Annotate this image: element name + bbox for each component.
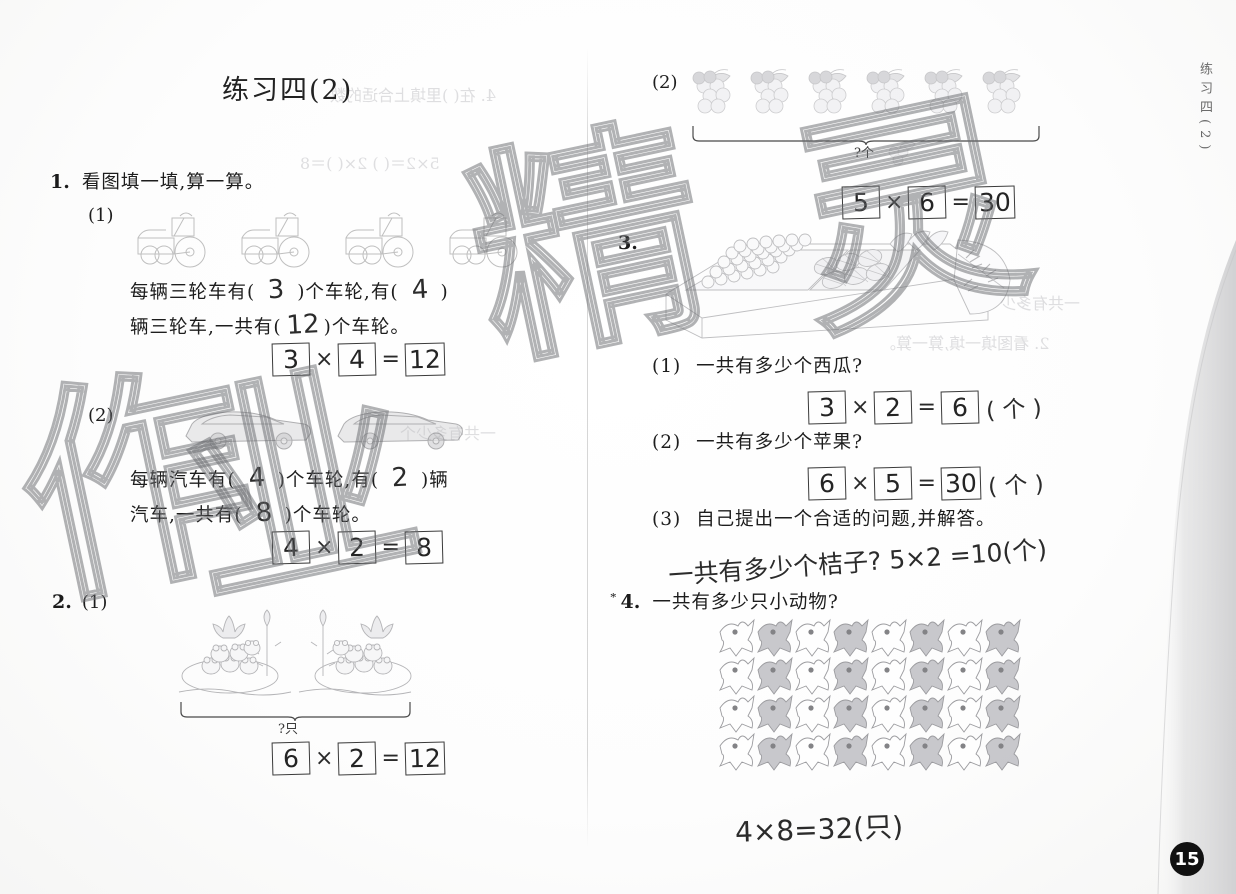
answer-blank[interactable]: 4 [247, 462, 266, 494]
equation-unit: ( 个 ) [987, 471, 1045, 501]
exercise-1-part-1-line2: 辆三轮车,一共有(12)个车轮。 [130, 309, 410, 341]
exercise-3-part-3-answer[interactable]: 一共有多少个桔子? 5×2 =10(个) [667, 534, 1048, 591]
answer-blank[interactable]: 8 [254, 497, 273, 529]
exercise-2-part-1-equation: 6 × 2 = 12 [271, 741, 446, 776]
exercise-1-part-2-equation: 4 × 2 = 8 [271, 530, 444, 565]
equation-cell-b[interactable]: 2 [338, 741, 377, 776]
exercise-3-part-2: (2) 一共有多少个苹果? [652, 432, 864, 453]
equation-cell-a[interactable]: 3 [271, 342, 311, 377]
fruit-stand-illustration [665, 230, 1011, 339]
equals-sign: = [381, 535, 400, 560]
equals-sign: = [381, 347, 400, 372]
exercise-1-part-2-label: (2) [88, 405, 114, 426]
page-fold-line [587, 48, 588, 848]
equation-cell-a[interactable]: 6 [271, 741, 311, 776]
exercise-1-prompt: 看图填一填,算一算。 [81, 172, 265, 193]
page-number: 15 [1170, 842, 1204, 876]
exercise-1-number: 1. 看图填一填,算一算。 [50, 171, 265, 193]
exercise-2-part-2-label: (2) [652, 72, 678, 93]
exercise-1-part-1-equation: 3 × 4 = 12 [271, 342, 446, 377]
exercise-3-part-1: (1) 一共有多少个西瓜? [652, 356, 864, 377]
equation-cell-a[interactable]: 5 [841, 185, 881, 220]
multiply-sign: × [315, 347, 334, 372]
equals-sign: = [951, 190, 970, 215]
multiply-sign: × [315, 746, 334, 771]
equation-unit: ( 个 ) [985, 395, 1043, 425]
margin-running-head: 练习四(2) [1197, 62, 1212, 156]
equation-cell-result[interactable]: 30 [940, 465, 982, 501]
multiply-sign: × [851, 394, 870, 420]
exercise-4-header: * 4. 一共有多少只小动物? [610, 589, 839, 613]
exercise-1-part-2-line1: 每辆汽车有(4)个车轮,有(2)辆 [130, 462, 449, 494]
answer-blank[interactable]: 4 [410, 274, 429, 306]
exercise-1-part-1-label: (1) [88, 205, 114, 226]
frogs-lilypad-illustration [178, 609, 412, 696]
exercise-3-number: 3. [618, 232, 638, 254]
exercise-4-answer[interactable]: 4×8=32(只) [734, 810, 904, 849]
exercise-1-part-2-line2: 汽车,一共有(8)个车轮。 [130, 497, 371, 529]
answer-blank[interactable]: 12 [285, 309, 320, 341]
page-title: 练习四(2) [222, 75, 354, 106]
multiply-sign: × [885, 190, 904, 215]
exercise-3-part-2-equation: 6 × 5 = 30 ( 个 ) [807, 465, 1045, 501]
multiply-sign: × [851, 470, 870, 496]
equation-cell-result[interactable]: 12 [404, 741, 446, 776]
exercise-4-question: 一共有多少只小动物? [652, 592, 839, 613]
equals-sign: = [917, 394, 936, 420]
grape-bunch-illustration [692, 69, 1021, 114]
answer-blank[interactable]: 3 [267, 274, 286, 306]
equation-cell-result[interactable]: 8 [404, 530, 444, 565]
equation-cell-result[interactable]: 6 [940, 390, 980, 424]
left-column: 练习四(2) 1. 看图填一填,算一算。 (1) [0, 0, 590, 894]
equation-cell-b[interactable]: 5 [874, 466, 913, 500]
equals-sign: = [917, 470, 936, 496]
equation-cell-a[interactable]: 3 [807, 390, 847, 424]
equation-cell-result[interactable]: 30 [974, 185, 1016, 220]
equation-cell-b[interactable]: 6 [908, 185, 947, 220]
equation-cell-b[interactable]: 4 [338, 342, 377, 377]
grape-icon [888, 141, 916, 166]
exercise-1-part-1-line1: 每辆三轮车有(3)个车轮,有(4) [130, 274, 449, 306]
exercise-2-part-1-label: (1) [81, 592, 108, 613]
brace-label-grapes: ?个 [854, 146, 874, 161]
star-mark: * [610, 589, 617, 605]
tricycle-illustration [137, 212, 518, 268]
car-illustration [185, 411, 463, 450]
equation-cell-result[interactable]: 12 [404, 342, 446, 377]
brace-grapes [692, 126, 1040, 146]
equation-cell-a[interactable]: 6 [807, 466, 847, 500]
answer-blank[interactable]: 2 [390, 462, 410, 494]
equation-cell-b[interactable]: 2 [338, 530, 377, 565]
equation-cell-b[interactable]: 2 [874, 390, 913, 424]
animal-tessellation-illustration [719, 619, 1021, 771]
multiply-sign: × [315, 535, 334, 560]
brace-label-frogs: ?只 [278, 722, 298, 737]
equation-cell-a[interactable]: 4 [271, 530, 311, 565]
brace-frogs [180, 702, 411, 722]
right-column: (2) ?个 [590, 0, 1150, 894]
exercise-3-part-3: (3) 自己提出一个合适的问题,并解答。 [652, 509, 996, 530]
exercise-2-number: 2. (1) [52, 591, 108, 613]
exercise-2-part-2-equation: 5 × 6 = 30 [841, 185, 1016, 220]
equals-sign: = [381, 746, 400, 771]
exercise-3-part-1-equation: 3 × 2 = 6 ( 个 ) [807, 390, 1043, 425]
